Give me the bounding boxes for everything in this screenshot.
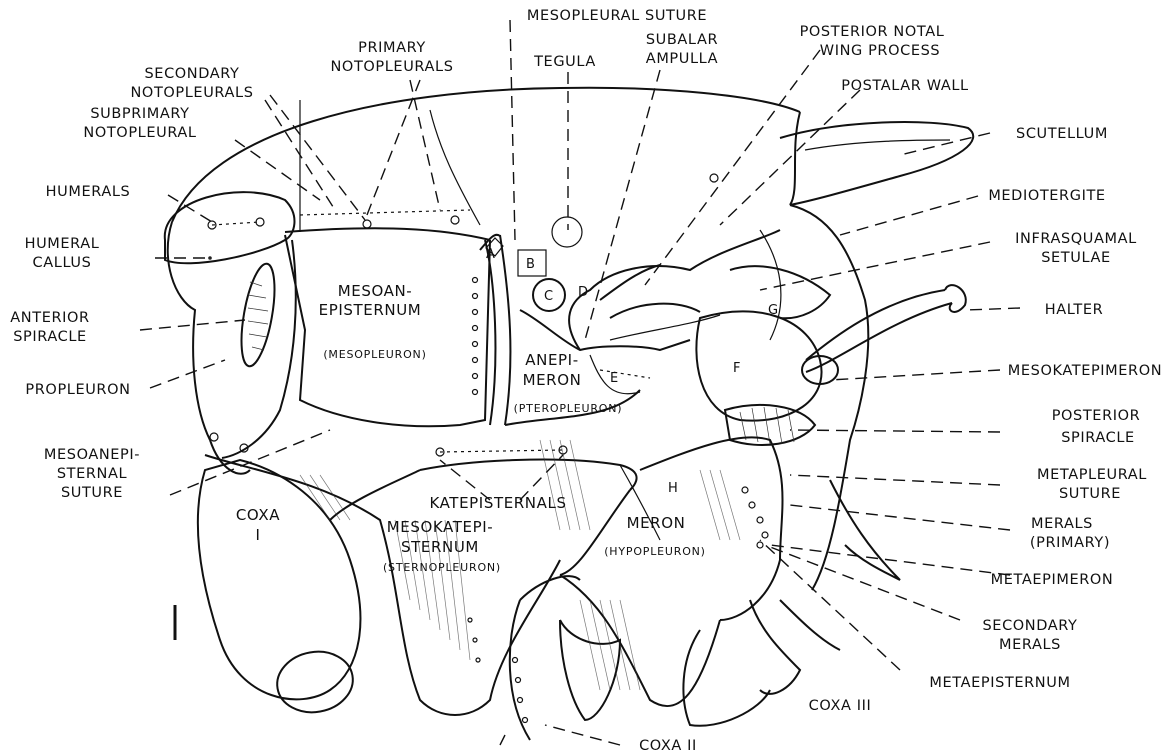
label-mesoanepisternal-suture: MESOANEPI- <box>44 447 140 463</box>
label-merals-primary-2: (PRIMARY) <box>1030 535 1110 551</box>
label-coxa-iii: COXA III <box>809 698 872 714</box>
label-mesokatepisternum: MESOKATEPI- <box>387 518 494 536</box>
label-coxa-ii: COXA II <box>639 738 697 754</box>
label-meron: MERON <box>627 514 686 532</box>
letter-a: A <box>486 247 495 262</box>
label-mesopleural-suture: MESOPLEURAL SUTURE <box>527 8 707 24</box>
label-coxa-i: COXA <box>236 506 280 524</box>
label-secondary-notopleurals-2: NOTOPLEURALS <box>130 85 253 101</box>
label-metapleural-suture-2: SUTURE <box>1059 486 1121 502</box>
label-mesoanepisternal-suture-3: SUTURE <box>61 485 123 501</box>
label-primary-notopleurals: PRIMARY <box>358 40 426 56</box>
label-anepimeron: ANEPI- <box>525 351 578 369</box>
letter-d: D <box>578 285 588 300</box>
label-subalar-ampulla: SUBALAR <box>646 32 718 48</box>
shading-hatch <box>300 440 740 690</box>
label-humeral-callus-2: CALLUS <box>33 255 92 271</box>
label-infrasquamal-setulae-2: SETULAE <box>1041 250 1111 266</box>
label-mesoanepisternal-suture-2: STERNAL <box>57 466 127 482</box>
label-mesopleuron: (MESOPLEURON) <box>323 348 426 361</box>
label-postalar-wall: POSTALAR WALL <box>841 78 968 94</box>
label-metaepisternum: METAEPISTERNUM <box>929 675 1070 691</box>
label-mesoanepisternum: MESOAN- <box>338 282 413 300</box>
label-coxa-i-2: I <box>255 526 260 544</box>
label-humerals: HUMERALS <box>46 184 131 200</box>
letter-c: C <box>544 289 553 304</box>
label-secondary-merals: SECONDARY <box>983 618 1078 634</box>
label-mesokatepisternum-2: STERNUM <box>401 538 479 556</box>
label-posterior-spiracle: POSTERIOR <box>1052 408 1141 424</box>
letter-e: E <box>610 371 618 386</box>
letter-h: H <box>668 481 678 496</box>
label-secondary-notopleurals: SECONDARY <box>145 66 240 82</box>
label-hypopleuron: (HYPOPLEURON) <box>604 545 706 558</box>
label-scutellum: SCUTELLUM <box>1016 126 1108 142</box>
label-metapleural-suture: METAPLEURAL <box>1037 467 1147 483</box>
label-anepimeron-2: MERON <box>523 371 582 389</box>
label-mesokatepimeron: MESOKATEPIMERON <box>1008 363 1162 379</box>
label-subprimary-notopleural-2: NOTOPLEURAL <box>83 125 196 141</box>
label-subalar-ampulla-2: AMPULLA <box>646 51 718 67</box>
label-halter: HALTER <box>1045 302 1104 318</box>
label-pteropleuron: (PTEROPLEURON) <box>514 402 623 415</box>
label-subprimary-notopleural: SUBPRIMARY <box>90 106 189 122</box>
letter-b: B <box>526 257 535 272</box>
letter-f: F <box>733 361 740 376</box>
label-katepisternals: KATEPISTERNALS <box>429 494 566 512</box>
label-primary-notopleurals-2: NOTOPLEURALS <box>330 59 453 75</box>
label-infrasquamal-setulae: INFRASQUAMAL <box>1015 231 1137 247</box>
label-posterior-spiracle-2: SPIRACLE <box>1061 430 1135 446</box>
label-metaepimeron: METAEPIMERON <box>991 572 1114 588</box>
label-mesoanepisternum-2: EPISTERNUM <box>319 301 422 319</box>
label-posterior-notal-wing-process-2: WING PROCESS <box>820 43 940 59</box>
label-anterior-spiracle: ANTERIOR <box>10 310 89 326</box>
label-anterior-spiracle-2: SPIRACLE <box>13 329 87 345</box>
label-tegula: TEGULA <box>533 54 596 70</box>
letter-g: G <box>768 303 778 318</box>
label-merals-primary: MERALS <box>1031 516 1093 532</box>
label-propleuron: PROPLEURON <box>25 382 130 398</box>
label-sternopleuron: (STERNOPLEURON) <box>383 561 501 574</box>
label-posterior-notal-wing-process: POSTERIOR NOTAL <box>800 24 945 40</box>
label-secondary-merals-2: MERALS <box>999 637 1061 653</box>
label-mediotergite: MEDIOTERGITE <box>988 188 1105 204</box>
label-humeral-callus: HUMERAL <box>25 236 100 252</box>
anterior-spiracle-shape <box>235 261 281 368</box>
